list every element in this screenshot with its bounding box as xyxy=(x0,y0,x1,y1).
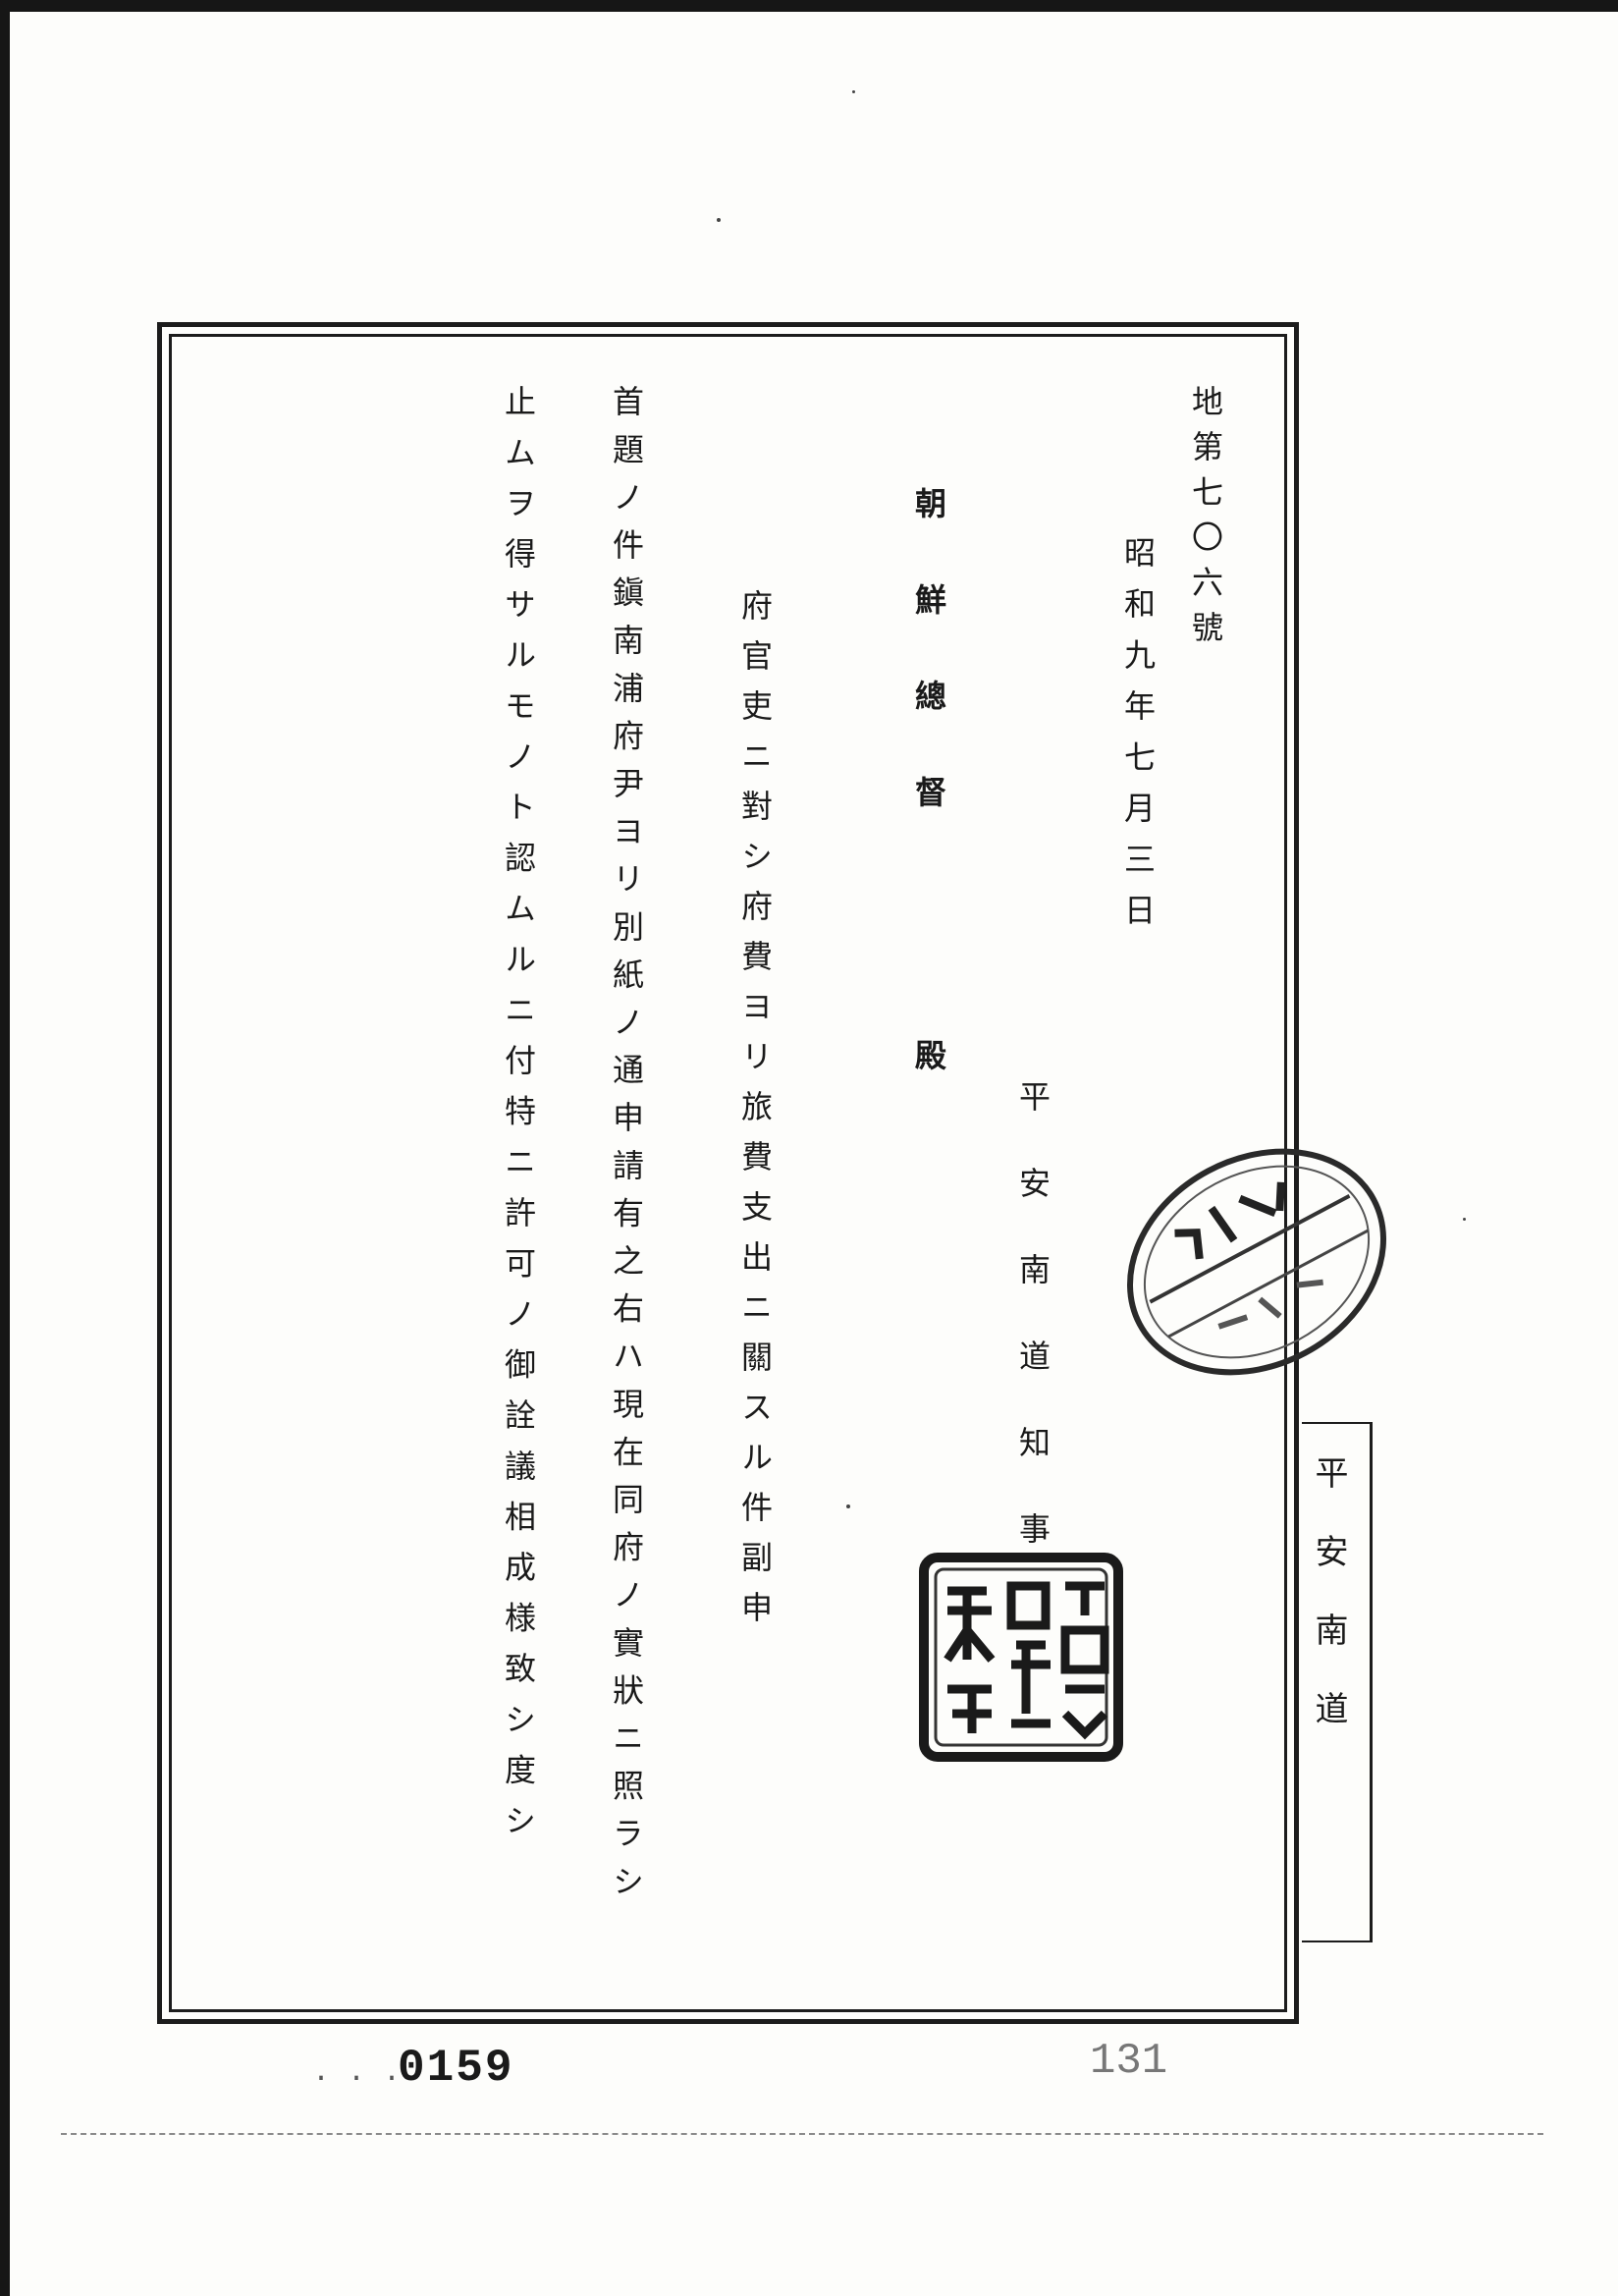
recipient-honorific: 殿 xyxy=(910,1039,947,1070)
sender-title: 平安南道知事 xyxy=(1014,1080,1052,1599)
document-frame-outer xyxy=(157,322,1299,2024)
scan-speck xyxy=(846,1504,850,1508)
subject-line: 府官吏ニ對シ府費ヨリ旅費支出ニ關スル件副申 xyxy=(736,589,774,1641)
page-number-dots: · · · xyxy=(312,2062,402,2096)
document-date: 昭和九年七月三日 xyxy=(1119,536,1157,945)
body-line-2: 止ムヲ得サルモノト認ムルニ付特ニ許可ノ御詮議相成様致シ度シ xyxy=(500,385,537,1855)
page-top-edge xyxy=(0,0,1618,12)
body-line-1: 首題ノ件鎭南浦府尹ヨリ別紙ノ通申請有之右ハ現在同府ノ實狀ニ照ラシ xyxy=(608,385,645,1913)
footer-dashed-rule xyxy=(61,2133,1543,2135)
page-left-edge xyxy=(0,0,10,2296)
scan-speck xyxy=(852,90,855,93)
file-number: 地第七〇六號 xyxy=(1187,385,1224,656)
side-tab-label: 平安南道 xyxy=(1309,1455,1348,1770)
page-number-right: 131 xyxy=(1090,2037,1168,2086)
scan-speck xyxy=(1463,1218,1466,1221)
prefecture-side-tab xyxy=(1302,1422,1373,1942)
document-frame-inner xyxy=(169,334,1287,2012)
received-date-stamp xyxy=(1127,1148,1386,1376)
recipient-title: 朝鮮總督 xyxy=(910,487,947,872)
scan-speck xyxy=(717,218,721,222)
page-number-left: 0159 xyxy=(398,2043,514,2094)
governor-official-seal xyxy=(919,1553,1123,1762)
